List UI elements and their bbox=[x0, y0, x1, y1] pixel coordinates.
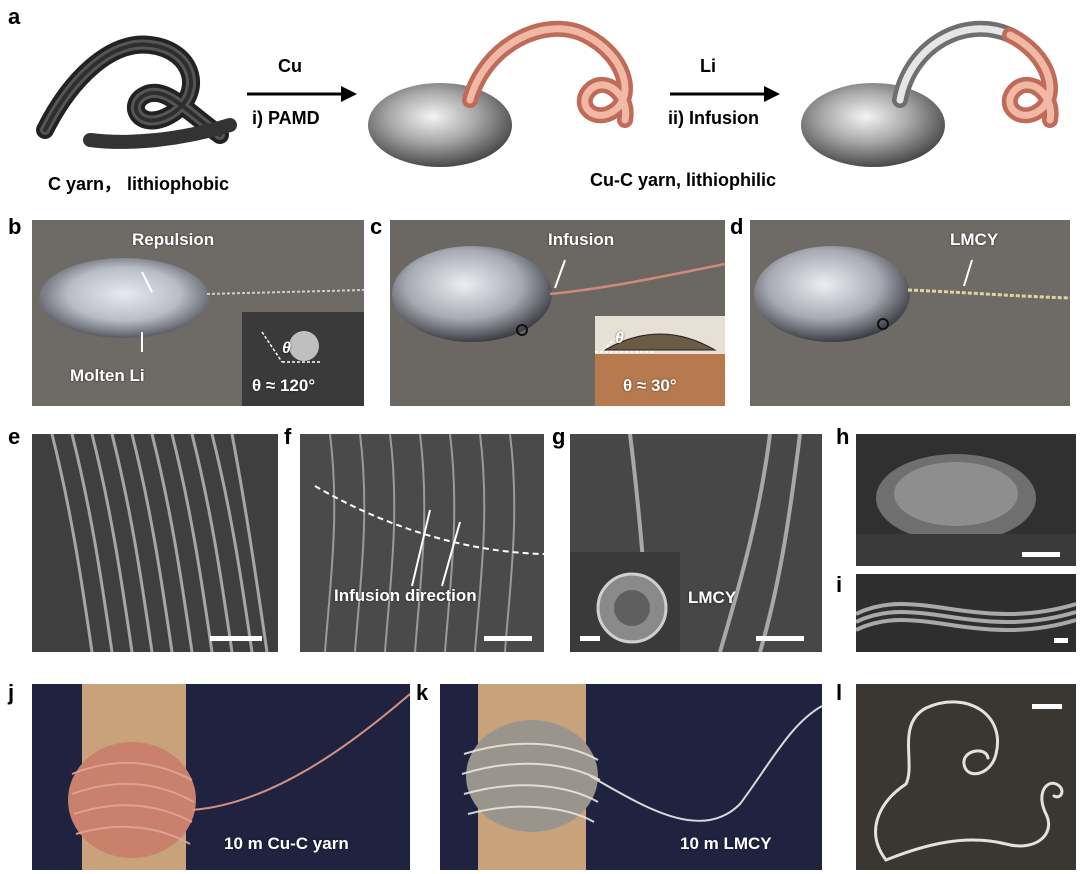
infusion-label: Infusion bbox=[548, 230, 615, 249]
angle-30-label: θ ≈ 30° bbox=[623, 376, 677, 395]
panel-label-l: l bbox=[836, 680, 843, 705]
panel-label-g: g bbox=[552, 424, 566, 449]
panel-d-photo: LMCY bbox=[750, 220, 1070, 406]
panel-e-sem bbox=[32, 434, 278, 652]
panel-label-k: k bbox=[416, 680, 429, 705]
scale-bar-i bbox=[1054, 638, 1068, 643]
panel-f-sem: Infusion direction bbox=[300, 434, 544, 652]
scale-bar-h bbox=[1022, 552, 1060, 557]
panel-h-sem bbox=[856, 434, 1076, 566]
process-arrow-1 bbox=[247, 86, 357, 102]
arrow1-top-label: Cu bbox=[278, 56, 302, 76]
panel-j-photo: 10 m Cu-C yarn bbox=[32, 684, 410, 870]
process-arrow-2 bbox=[670, 86, 780, 102]
lmcy-label-d: LMCY bbox=[950, 230, 999, 249]
scale-bar-l bbox=[1032, 704, 1062, 709]
contact-angle-inset-b: θ θ ≈ 120° bbox=[242, 312, 364, 406]
panel-label-b: b bbox=[8, 214, 22, 239]
scale-bar-g bbox=[756, 636, 804, 641]
li-disc-copper-yarn-illustration bbox=[368, 20, 634, 167]
panel-k-photo: 10 m LMCY bbox=[440, 684, 822, 870]
panel-i-sem bbox=[856, 574, 1076, 652]
panel-l-photo bbox=[856, 684, 1076, 870]
repulsion-label: Repulsion bbox=[132, 230, 215, 249]
panel-label-c: c bbox=[370, 214, 383, 239]
panel-label-i: i bbox=[836, 572, 843, 597]
panel-label-h: h bbox=[836, 424, 850, 449]
panel-label-f: f bbox=[284, 424, 292, 449]
scale-bar-g-inset bbox=[580, 636, 600, 641]
arrow2-bottom-label: ii) Infusion bbox=[668, 108, 759, 128]
panel-label-a: a bbox=[8, 4, 21, 29]
panel-c-photo: Infusion θ θ ≈ 30° bbox=[390, 220, 725, 406]
scale-bar-e bbox=[210, 636, 262, 641]
contact-angle-inset-c: θ θ ≈ 30° bbox=[595, 316, 725, 406]
infusion-direction-label: Infusion direction bbox=[334, 586, 477, 605]
carbon-yarn-coil-illustration bbox=[36, 35, 237, 149]
lmcy-label-g: LMCY bbox=[688, 588, 737, 607]
panel-label-d: d bbox=[730, 214, 744, 239]
li-disc-lmcy-illustration bbox=[801, 20, 1059, 167]
lmcy-length-caption: 10 m LMCY bbox=[680, 834, 772, 853]
molten-li-label: Molten Li bbox=[70, 366, 145, 385]
panel-label-j: j bbox=[8, 680, 15, 705]
scale-bar-f bbox=[484, 636, 532, 641]
panel-label-e: e bbox=[8, 424, 21, 449]
arrow1-bottom-label: i) PAMD bbox=[252, 108, 320, 128]
c-yarn-caption: C yarn， lithiophobic bbox=[48, 174, 230, 194]
arrow2-top-label: Li bbox=[700, 56, 716, 76]
cu-c-yarn-caption: Cu-C yarn, lithiophilic bbox=[590, 170, 777, 190]
panel-b-photo: Repulsion Molten Li θ θ ≈ 120° bbox=[32, 220, 364, 406]
theta-symbol-c: θ bbox=[615, 330, 624, 347]
theta-symbol-b: θ bbox=[282, 340, 291, 357]
cu-c-yarn-length-caption: 10 m Cu-C yarn bbox=[224, 834, 349, 853]
panel-g-sem: LMCY bbox=[570, 434, 822, 652]
angle-120-label: θ ≈ 120° bbox=[252, 376, 316, 395]
